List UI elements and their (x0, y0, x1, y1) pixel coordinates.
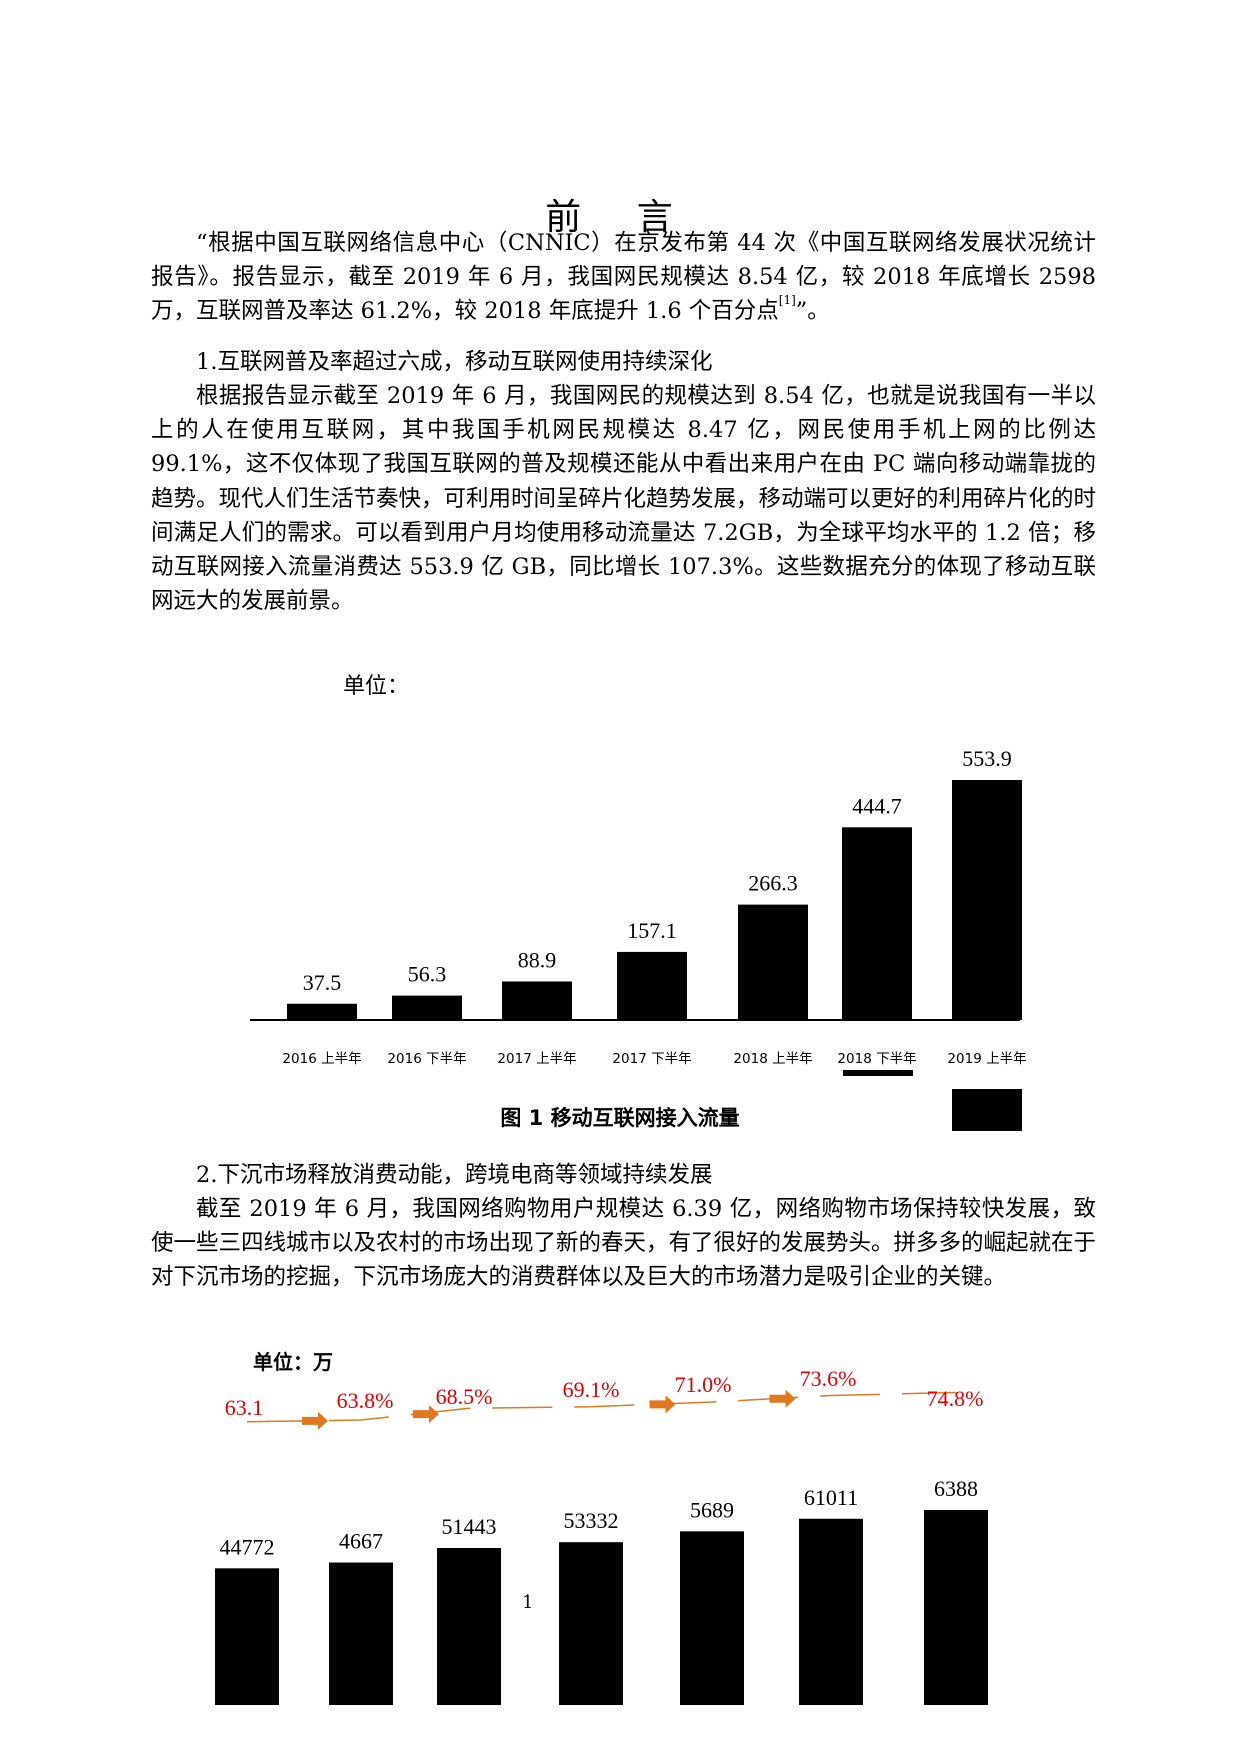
chart1-category-label: 2019 上半年 (947, 1051, 1026, 1067)
chart2-online-shopping-users: 44772 4667 51443 53332 5689 61011 6388 63.1 63.8… (215, 1366, 988, 1705)
chart1-legend-swatch (952, 1089, 1022, 1131)
chart1-bar (738, 904, 808, 1020)
chart2-percent-label: 73.6% (800, 1366, 857, 1391)
chart2-percent-label: 71.0% (675, 1372, 732, 1397)
section2-body: 截至 2019 年 6 月，我国网络购物用户规模达 6.39 亿，网络购物市场保… (151, 1196, 1097, 1291)
chart2-trend-arrow-icon (302, 1411, 328, 1430)
chart2-value-label: 51443 (442, 1514, 497, 1539)
chart2-percent-label: 63.8% (337, 1388, 394, 1413)
chart2-bar (799, 1518, 863, 1705)
chart2-percent-label: 63.1 (225, 1395, 264, 1420)
chart2-value-label: 5689 (690, 1497, 734, 1522)
section1-body: 根据报告显示截至 2019 年 6 月，我国网民的规模达到 8.54 亿，也就是… (151, 383, 1097, 615)
section1-heading: 1.互联网普及率超过六成，移动互联网使用持续深化 (196, 349, 713, 375)
chart2-value-label: 6388 (934, 1476, 978, 1501)
citation-marker: [1] (778, 293, 796, 308)
chart2-percent-label: 68.5% (436, 1384, 493, 1409)
chart1-bar (502, 981, 572, 1020)
chart2-trend-arrow-icon (649, 1395, 676, 1414)
chart1-category-label: 2018 下半年 (837, 1051, 916, 1067)
chart1-bar (287, 1003, 357, 1020)
chart1-value-label: 444.7 (852, 793, 902, 818)
chart2-unit-label: 单位：万 (253, 1350, 333, 1374)
chart1-category-label: 2017 下半年 (612, 1051, 691, 1067)
chart2-trend-line (246, 1391, 957, 1423)
chart1-category-label: 2016 下半年 (387, 1051, 466, 1067)
chart2-value-label: 4667 (339, 1529, 383, 1554)
page-title: 前 言 (545, 197, 695, 238)
chart1-bar (842, 827, 912, 1020)
chart2-bar (215, 1568, 279, 1705)
page-number: 1 (522, 1592, 534, 1613)
chart1-bar (952, 780, 1022, 1020)
section2-heading: 2.下沉市场释放消费动能，跨境电商等领域持续发展 (196, 1162, 713, 1188)
chart1-value-label: 88.9 (518, 947, 557, 972)
chart1-category-label: 2017 上半年 (497, 1051, 576, 1067)
chart1-value-label: 56.3 (408, 962, 447, 987)
chart2-trend-arrow-icon (769, 1389, 796, 1408)
quote-end: ”。 (795, 298, 830, 325)
chart1-mobile-traffic: 37.5 2016 上半年 56.3 2016 下半年 88.9 2017 上半年 157.… (250, 746, 1027, 1131)
chart1-bar (392, 995, 462, 1020)
chart2-value-label: 44772 (220, 1534, 275, 1559)
chart2-bar (559, 1542, 623, 1705)
chart1-value-label: 157.1 (627, 918, 677, 943)
chart1-unit-label: 单位： (343, 674, 410, 699)
chart1-value-label: 553.9 (962, 746, 1012, 771)
quote-paragraph: “根据中国互联网络信息中心（CNNIC）在京发布第 44 次《中国互联网络发展状… (151, 226, 1096, 329)
chart2-percent-label: 74.8% (927, 1386, 984, 1411)
chart1-category-label: 2018 上半年 (733, 1051, 812, 1067)
chart1-category-label: 2016 上半年 (282, 1051, 361, 1067)
chart2-bar (924, 1510, 988, 1705)
chart2-bar (437, 1547, 501, 1705)
chart2-bar (680, 1531, 744, 1705)
chart2-bar (329, 1562, 393, 1705)
chart1-caption: 图 1 移动互联网接入流量 (500, 1106, 740, 1130)
quote-text: “根据中国互联网络信息中心（CNNIC）在京发布第 44 次《中国互联网络发展状… (151, 230, 1096, 325)
chart2-percent-label: 69.1% (563, 1377, 620, 1402)
chart1-value-label: 37.5 (303, 970, 342, 995)
chart1-legend-line (843, 1070, 913, 1076)
chart2-value-label: 53332 (564, 1508, 619, 1533)
chart2-value-label: 61011 (804, 1485, 858, 1510)
chart1-value-label: 266.3 (748, 871, 798, 896)
chart2-trend-arrow-icon (413, 1405, 439, 1424)
chart1-bar (617, 951, 687, 1020)
